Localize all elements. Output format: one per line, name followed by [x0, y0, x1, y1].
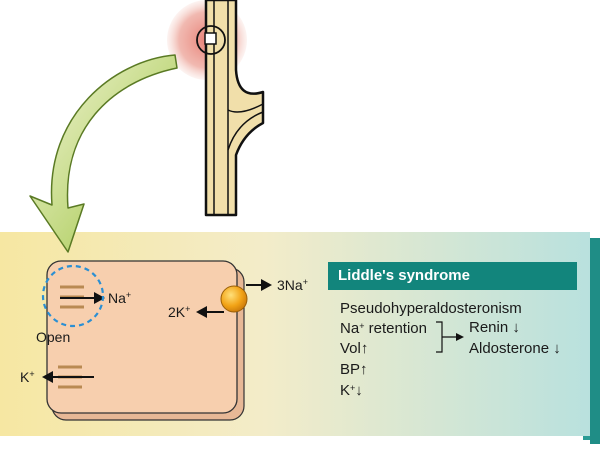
k-channel — [42, 365, 94, 389]
tubule-illustration — [167, 0, 265, 217]
k-efflux-arrowhead — [42, 371, 53, 383]
info-pseudohyperaldosteronism: Pseudohyperaldosteronism — [340, 300, 522, 317]
info-na-retention: Na+ retention — [340, 320, 427, 337]
pump-na-out-arrowhead — [261, 279, 272, 291]
pump-na-out-label: 3Na+ — [277, 277, 308, 293]
hormone-bracket — [436, 321, 464, 353]
info-aldosterone: Aldosterone ↓ — [469, 340, 561, 357]
pump-k-in-label: 2K+ — [168, 304, 191, 320]
syndrome-title: Liddle's syndrome — [328, 262, 577, 290]
callout-arrow — [29, 54, 178, 253]
tubular-cell — [46, 260, 245, 421]
info-renin: Renin ↓ — [469, 319, 520, 336]
na-influx-arrowhead — [94, 292, 105, 304]
k-efflux-label: K+ — [20, 369, 35, 385]
na-k-pump — [196, 279, 272, 318]
info-volume: Vol↑ — [340, 340, 369, 357]
focus-circle — [41, 264, 105, 328]
magnified-region — [204, 32, 217, 45]
magnifier-ring — [196, 25, 226, 55]
info-potassium: K+↓ — [340, 382, 363, 399]
info-blood-pressure: BP↑ — [340, 361, 368, 378]
na-influx-label: Na+ — [108, 290, 132, 306]
channel-open-label: Open — [36, 329, 71, 345]
enac-channel — [41, 264, 105, 328]
pump-k-in-arrowhead — [196, 306, 207, 318]
